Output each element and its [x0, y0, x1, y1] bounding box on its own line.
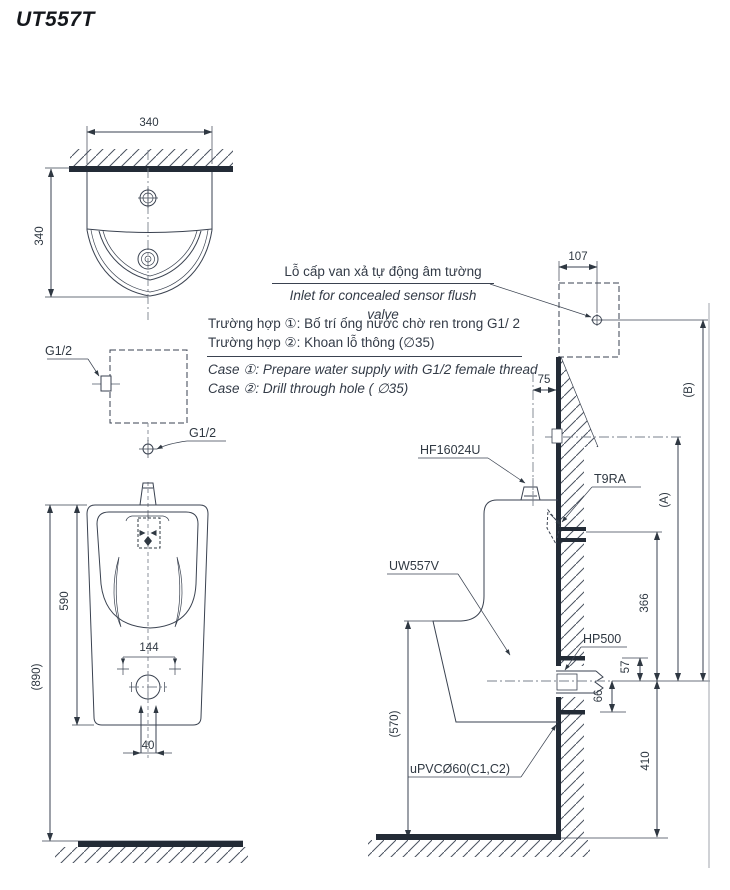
label-bracket-leader: [561, 486, 593, 523]
side-view: 107 75 HF16024U T9RA UW557V: [368, 251, 710, 868]
case-note: Trường hợp ①: Bố trí ống nước chờ ren tr…: [207, 314, 538, 398]
plan-bowl-outer: [86, 229, 213, 297]
dim-40: 40: [123, 740, 172, 756]
front-supply-cross: [139, 440, 157, 458]
dim-570-value: (570): [389, 710, 401, 737]
dim-570: (570): [389, 620, 433, 839]
label-g12-wall: G1/2: [45, 344, 72, 358]
front-floor-bar: [78, 841, 243, 847]
dim-57-value: 57: [620, 661, 632, 674]
side-wall-break-edge: [560, 356, 599, 448]
dim-340-width: 340: [139, 117, 158, 129]
outlet-bolt-top: [556, 656, 585, 661]
side-bracket-arrow: [549, 513, 562, 526]
side-wall-hatch: [561, 447, 584, 840]
bracket-bolt-2: [556, 538, 586, 542]
dim-40-value: 40: [142, 740, 155, 752]
plan-bowl-inner: [98, 230, 202, 281]
front-spud: [139, 482, 157, 506]
side-wall-bar: [556, 357, 561, 840]
plan-wall-hatch: [70, 149, 233, 166]
label-g12-wall-leader: [87, 358, 100, 377]
side-floor-hatch: [368, 840, 590, 857]
side-wall-fitting: [551, 428, 563, 444]
top-view: 340 340: [34, 117, 233, 320]
dim-410-value: 410: [640, 751, 652, 770]
plan-drain-hole: [137, 248, 159, 270]
side-floor-bar: [376, 834, 561, 840]
page-title: UT557T: [16, 8, 95, 31]
front-valve-box: [109, 349, 188, 424]
plan-rim-line: [86, 228, 213, 233]
dim-66: 66: [593, 680, 626, 713]
plan-bowl-inner2: [102, 230, 198, 277]
front-wing-left: [113, 556, 122, 628]
front-wing-right: [174, 556, 183, 628]
dim-590-value: 590: [59, 591, 71, 610]
label-drain-leader: [520, 724, 557, 778]
label-spud-leader: [487, 457, 526, 484]
dim-890-value: (890): [31, 663, 43, 690]
outlet-pipe: [556, 670, 604, 694]
front-outlet: [129, 671, 167, 703]
front-sensor-window: [137, 517, 161, 549]
case-note-divider: [207, 356, 522, 357]
dim-366: 366: [586, 531, 662, 682]
dim-340d-ext: [45, 167, 148, 298]
outlet-bolt-bottom: [556, 710, 585, 715]
side-body-profile: [432, 499, 558, 723]
inlet-note: Lỗ cấp van xả tự động âm tường Inlet for…: [272, 262, 494, 324]
label-outlet-leader: [564, 646, 582, 671]
case1-vi: Trường hợp ①: Bố trí ống nước chờ ren tr…: [208, 316, 520, 331]
label-g12-supply: G1/2: [189, 426, 216, 440]
dim-A: (A): [659, 436, 682, 682]
label-body: UW557V: [389, 559, 440, 573]
dim-144: 144: [117, 642, 181, 675]
front-view: G1/2 G1/2: [31, 344, 248, 863]
dim-66-value: 66: [593, 690, 605, 703]
label-outlet-socket: HP500: [583, 632, 621, 646]
bracket-bolt-1: [556, 527, 586, 531]
label-bracket: T9RA: [594, 472, 627, 486]
plan-wall-bar: [69, 166, 233, 172]
label-body-leader: [457, 573, 511, 656]
dim-590-ext: [45, 504, 94, 726]
dim-B: (B): [683, 319, 707, 682]
plan-spud-hole: [138, 188, 158, 208]
case1-en: Case ①: Prepare water supply with G1/2 f…: [208, 362, 538, 377]
plan-bowl-outer2: [90, 229, 209, 293]
inlet-note-vi: Lỗ cấp van xả tự động âm tường: [272, 262, 494, 284]
dim-A-value: (A): [659, 492, 671, 508]
front-rim: [96, 511, 199, 629]
dim-366-value: 366: [639, 593, 651, 612]
front-wall-fitting: [100, 375, 112, 392]
outlet-socket-body: [556, 673, 578, 691]
front-sensor-marks: [139, 514, 157, 546]
inlet-note-leader: [489, 283, 592, 318]
label-spud: HF16024U: [420, 443, 480, 457]
side-inlet-cross: [591, 314, 603, 326]
case2-en: Case ②: Drill through hole ( ∅35): [208, 381, 409, 396]
dim-340-depth: 340: [34, 226, 46, 245]
dim-B-value: (B): [683, 382, 695, 398]
front-spreader: [125, 515, 170, 522]
dim-75-value: 75: [538, 374, 551, 386]
front-floor-hatch: [55, 847, 248, 863]
dim-107-ext: [558, 261, 598, 313]
side-spud: [520, 486, 541, 501]
label-drain-pipe: uPVCØ60(C1,C2): [410, 762, 510, 776]
dim-107-value: 107: [568, 251, 587, 263]
side-valve-box: [558, 282, 620, 358]
dim-57: 57: [620, 657, 648, 682]
front-body-outline: [86, 504, 209, 726]
label-g12-supply-leader: [156, 440, 188, 450]
inlet-note-en: Inlet for concealed sensor flush valve: [289, 288, 477, 322]
plan-body-sides: [86, 172, 213, 230]
dim-410: 410: [640, 680, 661, 838]
dim-144-value: 144: [139, 642, 159, 654]
case2-vi: Trường hợp ②: Khoan lỗ thông (∅35): [208, 335, 435, 350]
front-bottom-bolts: [138, 705, 159, 753]
